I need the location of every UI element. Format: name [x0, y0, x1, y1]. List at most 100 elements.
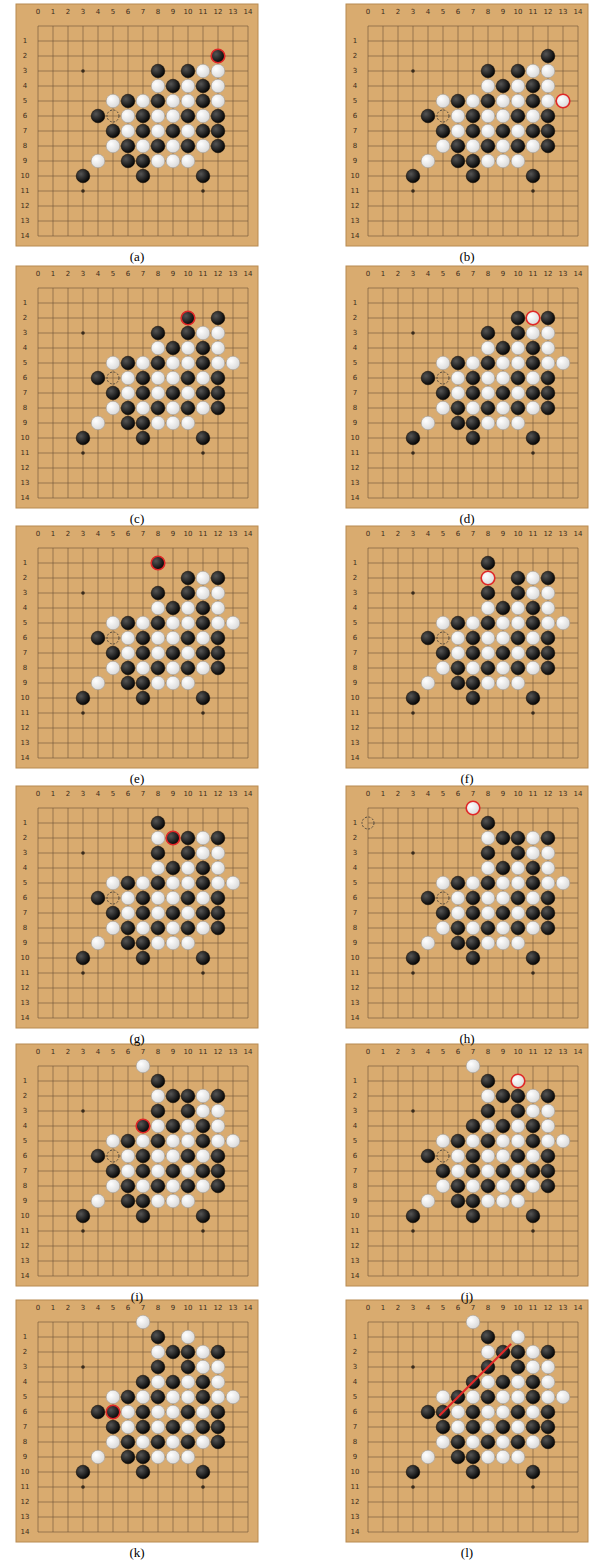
black-stone — [181, 401, 195, 415]
coordinate-number: 14 — [351, 1273, 360, 1280]
white-stone — [181, 94, 195, 108]
white-stone — [136, 139, 150, 153]
black-stone — [196, 646, 210, 660]
star-point — [81, 451, 85, 455]
board-wood — [346, 4, 588, 246]
star-point — [81, 851, 85, 855]
black-stone — [181, 1360, 195, 1374]
black-stone — [181, 326, 195, 340]
grid-line — [248, 1066, 249, 1276]
coordinate-number: 0 — [366, 9, 370, 16]
black-stone — [511, 64, 525, 78]
coordinate-number: 10 — [184, 791, 193, 798]
black-stone — [526, 1375, 540, 1389]
white-stone — [466, 1390, 480, 1404]
coordinate-number: 9 — [171, 531, 175, 538]
black-stone — [541, 661, 555, 675]
black-stone — [136, 906, 150, 920]
black-stone — [151, 586, 165, 600]
white-stone — [121, 1149, 135, 1163]
coordinate-number: 4 — [426, 9, 430, 16]
black-stone — [451, 401, 465, 415]
coordinate-number: 6 — [456, 1049, 460, 1056]
coordinate-number: 1 — [23, 820, 27, 827]
white-stone — [466, 1435, 480, 1449]
white-stone — [181, 1330, 195, 1344]
white-stone — [481, 124, 495, 138]
black-stone — [451, 1134, 465, 1148]
grid-line — [38, 468, 248, 469]
black-stone — [196, 1420, 210, 1434]
grid-line — [368, 221, 578, 222]
black-stone — [76, 691, 90, 705]
white-stone — [481, 571, 495, 585]
grid-line — [368, 1502, 578, 1503]
coordinate-number: 1 — [51, 271, 55, 278]
board-wood — [346, 266, 588, 508]
grid-line — [38, 1502, 248, 1503]
black-stone — [421, 891, 435, 905]
black-stone — [541, 906, 555, 920]
white-stone — [211, 1134, 225, 1148]
grid-line — [563, 808, 564, 1018]
coordinate-number: 1 — [353, 1078, 357, 1085]
gomoku-board — [16, 786, 258, 1028]
black-stone — [541, 1089, 555, 1103]
black-stone — [196, 1164, 210, 1178]
black-stone — [196, 601, 210, 615]
coordinate-number: 5 — [111, 1049, 115, 1056]
black-stone — [181, 1435, 195, 1449]
black-stone — [466, 109, 480, 123]
coordinate-number: 3 — [353, 850, 357, 857]
white-stone — [211, 94, 225, 108]
coordinate-number: 3 — [23, 1364, 27, 1371]
white-stone — [136, 1059, 150, 1073]
black-stone — [151, 661, 165, 675]
coordinate-number: 2 — [353, 53, 357, 60]
coordinate-number: 7 — [471, 791, 475, 798]
coordinate-number: 6 — [23, 1409, 27, 1416]
white-stone — [511, 416, 525, 430]
black-stone — [481, 921, 495, 935]
white-stone — [226, 616, 240, 630]
black-stone — [211, 906, 225, 920]
coordinate-number: 8 — [486, 791, 490, 798]
white-stone — [166, 1194, 180, 1208]
coordinate-number: 11 — [21, 188, 30, 195]
white-stone — [466, 801, 480, 815]
white-stone — [166, 1179, 180, 1193]
grid-line — [38, 453, 248, 454]
coordinate-number: 6 — [353, 895, 357, 902]
white-stone — [511, 1134, 525, 1148]
black-stone — [496, 1375, 510, 1389]
black-stone — [526, 356, 540, 370]
coordinate-number: 8 — [353, 143, 357, 150]
black-stone — [496, 1089, 510, 1103]
coordinate-number: 5 — [353, 880, 357, 887]
coordinate-number: 2 — [353, 575, 357, 582]
black-stone — [511, 1104, 525, 1118]
white-stone — [211, 846, 225, 860]
white-stone — [211, 1375, 225, 1389]
grid-line — [563, 288, 564, 498]
white-stone — [526, 891, 540, 905]
star-point — [411, 711, 415, 715]
black-stone — [136, 1375, 150, 1389]
black-stone — [211, 921, 225, 935]
star-point — [81, 591, 85, 595]
star-point — [81, 971, 85, 975]
cursor-marker — [437, 110, 449, 122]
white-stone — [166, 921, 180, 935]
white-stone — [151, 124, 165, 138]
coordinate-number: 11 — [529, 791, 538, 798]
black-stone — [151, 356, 165, 370]
grid-line — [248, 1322, 249, 1532]
coordinate-number: 5 — [353, 1394, 357, 1401]
black-stone — [526, 431, 540, 445]
black-stone — [451, 1194, 465, 1208]
white-stone — [166, 1134, 180, 1148]
white-stone — [526, 571, 540, 585]
gomoku-board — [16, 526, 258, 768]
white-stone — [421, 1450, 435, 1464]
